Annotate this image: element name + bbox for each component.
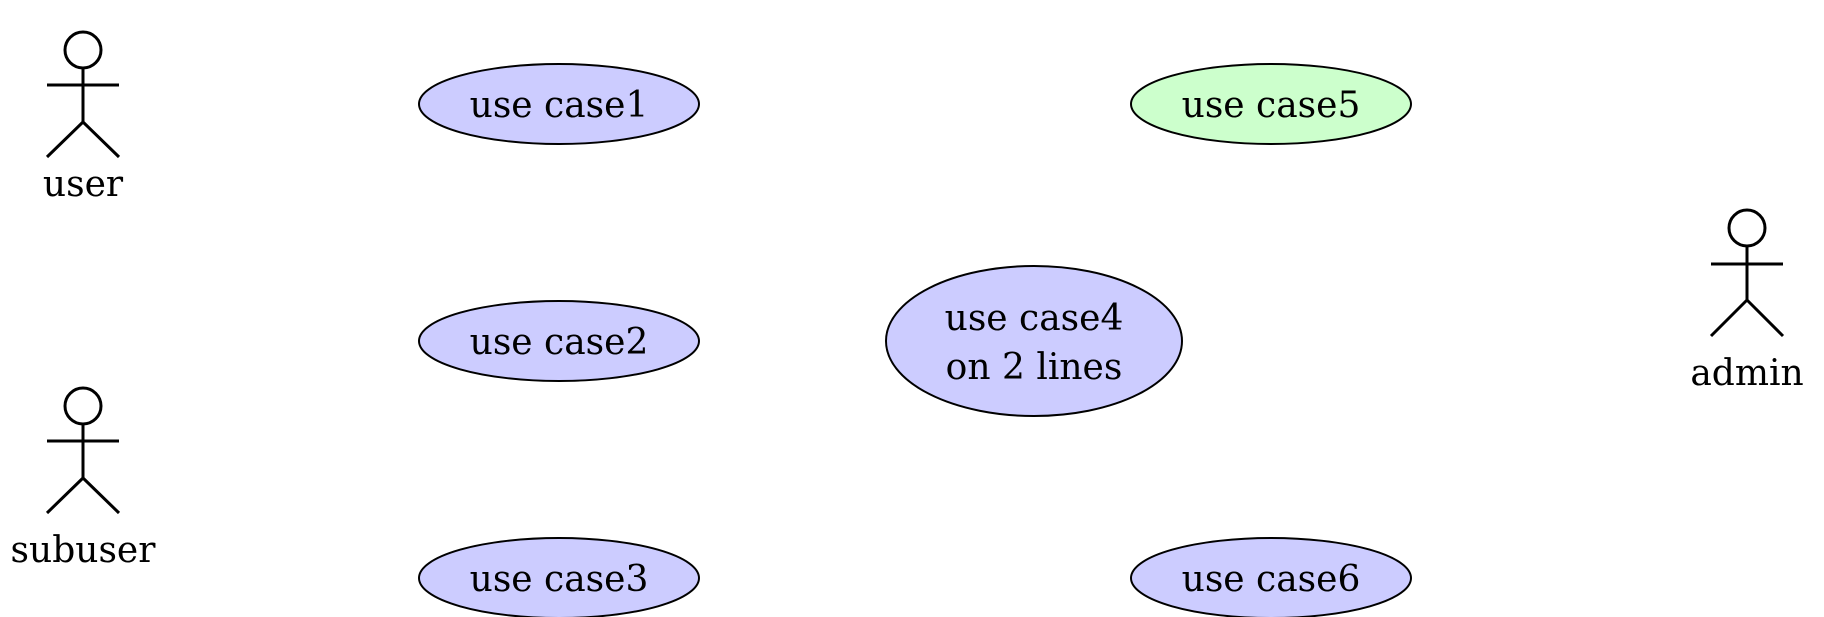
actor-admin-label: admin [1690, 353, 1803, 394]
actor-admin-left-leg [1709, 298, 1749, 338]
actor-subuser-label: subuser [11, 530, 157, 571]
actor-user-head [63, 30, 103, 70]
actor-subuser [45, 386, 121, 515]
use-case-4-label-line-1: use case4 [945, 298, 1124, 339]
use-case-4: use case4 on 2 lines [885, 265, 1183, 417]
actor-subuser-head [63, 386, 103, 426]
use-case-1-label: use case1 [470, 85, 649, 126]
use-case-3-label: use case3 [470, 559, 649, 600]
actor-admin-head [1727, 208, 1767, 248]
use-case-6-label: use case6 [1182, 559, 1361, 600]
actor-subuser-left-leg [45, 476, 85, 515]
actor-user-left-leg [45, 120, 85, 159]
use-case-5-ellipse [1130, 63, 1412, 145]
use-case-6-ellipse [1130, 537, 1412, 617]
actor-admin-right-leg [1745, 298, 1785, 338]
actor-admin [1709, 208, 1785, 338]
use-case-2: use case2 [418, 300, 700, 382]
use-case-1-ellipse [418, 63, 700, 145]
use-case-6: use case6 [1130, 537, 1412, 617]
actor-user-right-leg [81, 120, 121, 159]
use-case-1: use case1 [418, 63, 700, 145]
use-case-4-ellipse [885, 265, 1183, 417]
use-case-3-ellipse [418, 537, 700, 617]
use-case-5: use case5 [1130, 63, 1412, 145]
actor-user [45, 30, 121, 159]
use-case-2-label: use case2 [470, 322, 649, 363]
use-case-3: use case3 [418, 537, 700, 617]
actor-user-label: user [43, 164, 124, 205]
use-case-5-label: use case5 [1182, 85, 1361, 126]
use-case-2-ellipse [418, 300, 700, 382]
actor-subuser-right-leg [81, 476, 121, 515]
use-case-4-label-line-2: on 2 lines [946, 347, 1123, 388]
